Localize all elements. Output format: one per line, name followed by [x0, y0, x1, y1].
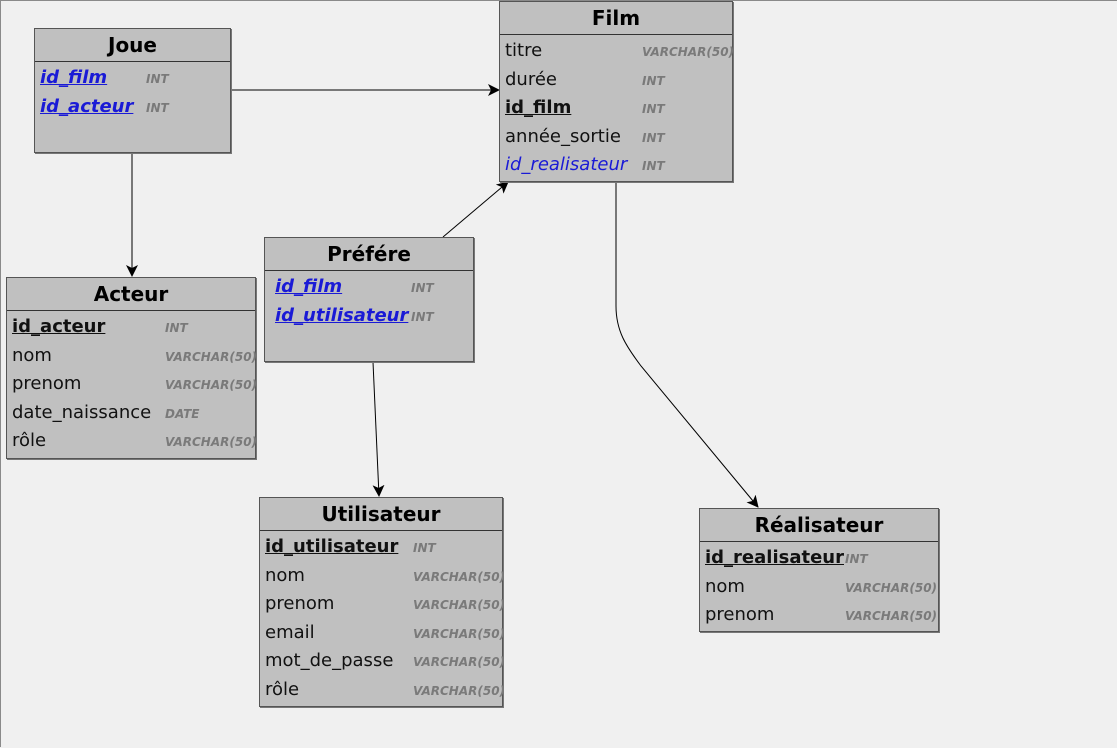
attribute-type: INT — [642, 102, 665, 117]
entity-prefere[interactable]: Préfére id_film INT id_utilisateur INT — [264, 237, 474, 362]
attribute-row[interactable]: id_realisateur INT — [500, 151, 732, 180]
attribute-row[interactable]: id_realisateur INT — [700, 544, 938, 573]
attribute-type: DATE — [165, 406, 200, 421]
attribute-row[interactable]: nom VARCHAR(50) — [260, 562, 506, 591]
attribute-type: VARCHAR(50) — [845, 580, 938, 595]
attribute-name: durée — [505, 68, 557, 90]
attribute-name: id_realisateur — [505, 154, 628, 176]
entity-acteur[interactable]: Acteur id_acteur INT nom VARCHAR(50) pre… — [6, 277, 258, 459]
attribute-row[interactable]: id_film INT — [35, 64, 230, 93]
attribute-row[interactable]: année_sortie INT — [500, 123, 732, 152]
attribute-row[interactable]: id_utilisateur INT — [260, 533, 502, 562]
attribute-row[interactable]: prenom VARCHAR(50) — [7, 370, 258, 399]
attribute-name: mot_de_passe — [265, 650, 394, 672]
attribute-row[interactable]: mot_de_passe VARCHAR(50) — [260, 647, 506, 676]
attribute-name: id_acteur — [40, 95, 134, 117]
entity-title: Film — [500, 2, 732, 35]
attribute-name: id_film — [505, 97, 572, 119]
attribute-name: prenom — [705, 604, 775, 626]
attribute-type: INT — [845, 552, 868, 566]
attribute-type: VARCHAR(50) — [413, 683, 506, 698]
attribute-name: titre — [505, 40, 543, 61]
entity-title: Acteur — [7, 278, 255, 311]
attribute-row[interactable]: durée INT — [500, 66, 732, 95]
attribute-name: nom — [265, 564, 305, 586]
attribute-type: VARCHAR(50) — [165, 435, 258, 450]
attribute-name: prenom — [265, 593, 335, 615]
attribute-row[interactable]: email VARCHAR(50) — [260, 619, 506, 648]
attribute-row[interactable]: id_acteur INT — [35, 93, 230, 122]
link-prefere-utilisateur[interactable] — [372, 361, 385, 497]
attribute-name: année_sortie — [505, 125, 621, 147]
attribute-row[interactable]: date_naissance DATE — [7, 399, 255, 428]
attribute-row[interactable]: id_film INT — [265, 273, 473, 302]
attribute-type: VARCHAR(50) — [165, 349, 258, 364]
attribute-type: VARCHAR(50) — [413, 569, 506, 584]
link-film-realisateur[interactable] — [615, 182, 759, 508]
link-prefere-film[interactable] — [442, 181, 509, 238]
entity-joue[interactable]: Joue id_film INT id_acteur INT — [34, 28, 231, 153]
attribute-type: VARCHAR(50) — [642, 45, 735, 59]
attribute-type: INT — [165, 321, 188, 335]
attribute-type: INT — [411, 309, 434, 324]
entity-realisateur[interactable]: Réalisateur id_realisateur INT nom VARCH… — [699, 508, 939, 632]
attribute-name: email — [265, 621, 315, 643]
attribute-type: INT — [642, 159, 665, 174]
attribute-row[interactable]: rôle VARCHAR(50) — [7, 427, 258, 456]
entity-title: Réalisateur — [700, 509, 938, 542]
entity-title: Utilisateur — [260, 498, 502, 531]
attribute-name: rôle — [12, 430, 47, 452]
attribute-name: id_film — [275, 276, 343, 297]
attribute-row[interactable]: prenom VARCHAR(50) — [700, 601, 938, 630]
attribute-type: INT — [413, 541, 436, 555]
attribute-type: VARCHAR(50) — [413, 598, 506, 613]
attribute-type: VARCHAR(50) — [413, 655, 506, 670]
entity-title: Préfére — [265, 238, 473, 271]
attribute-name: id_film — [40, 67, 108, 88]
attribute-type: INT — [146, 72, 169, 86]
attribute-row[interactable]: nom VARCHAR(50) — [700, 573, 938, 602]
attribute-name: id_acteur — [12, 316, 106, 337]
attribute-row[interactable]: titre VARCHAR(50) — [500, 37, 735, 66]
attribute-row[interactable]: id_utilisateur INT — [265, 302, 473, 331]
attribute-row[interactable]: prenom VARCHAR(50) — [260, 590, 506, 619]
entity-title: Joue — [35, 29, 230, 62]
attribute-name: date_naissance — [12, 401, 152, 423]
attribute-name: prenom — [12, 373, 82, 395]
attribute-name: id_realisateur — [705, 547, 844, 568]
attribute-type: INT — [411, 281, 434, 295]
attribute-type: INT — [642, 73, 665, 88]
entity-utilisateur[interactable]: Utilisateur id_utilisateur INT nom VARCH… — [259, 497, 506, 707]
attribute-type: VARCHAR(50) — [165, 378, 258, 393]
attribute-type: INT — [146, 100, 169, 115]
attribute-name: id_utilisateur — [275, 304, 409, 326]
attribute-name: rôle — [265, 678, 300, 700]
attribute-name: id_utilisateur — [265, 536, 399, 557]
attribute-name: nom — [12, 344, 52, 366]
attribute-type: VARCHAR(50) — [413, 626, 506, 641]
attribute-name: nom — [705, 575, 745, 597]
attribute-row[interactable]: id_film INT — [500, 94, 732, 123]
attribute-row[interactable]: id_acteur INT — [7, 313, 255, 342]
attribute-type: VARCHAR(50) — [845, 609, 938, 624]
attribute-row[interactable]: rôle VARCHAR(50) — [260, 676, 506, 705]
attribute-row[interactable]: nom VARCHAR(50) — [7, 342, 258, 371]
entity-film[interactable]: Film titre VARCHAR(50) durée INT id_film… — [499, 1, 735, 182]
attribute-type: INT — [642, 130, 665, 145]
